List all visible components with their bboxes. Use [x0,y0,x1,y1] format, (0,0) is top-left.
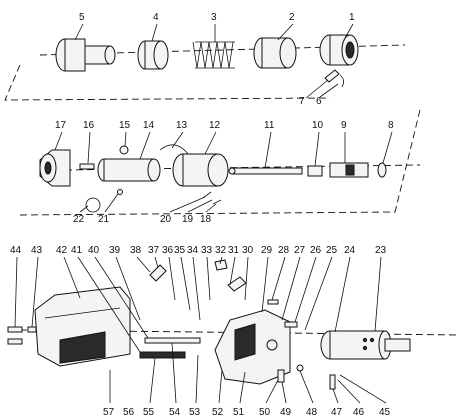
part-14-15-body [97,145,161,182]
label-15: 15 [119,120,131,131]
label-35: 35 [174,245,186,256]
part-43-44-screws [7,326,37,345]
label-12: 12 [209,120,221,131]
part-9-anvil [329,162,369,178]
label-16: 16 [83,120,95,131]
label-25: 25 [326,245,338,256]
label-9: 9 [341,120,347,131]
label-3: 3 [211,12,217,23]
part-3-spring [192,41,235,69]
part-4-ring [137,40,169,70]
label-19: 19 [182,214,194,225]
label-46: 46 [353,407,365,418]
label-20: 20 [160,214,172,225]
part-55-56-springs [139,337,201,359]
label-53: 53 [189,407,201,418]
part-17-cap [39,149,71,187]
part-51-main-housing [214,309,291,385]
label-30: 30 [242,245,254,256]
label-33: 33 [201,245,213,256]
label-23: 23 [375,245,387,256]
label-47: 47 [331,407,343,418]
label-34: 34 [187,245,199,256]
part-10-bushing [307,165,323,177]
label-45: 45 [379,407,391,418]
label-54: 54 [169,407,181,418]
label-43: 43 [31,245,43,256]
label-41: 41 [71,245,83,256]
label-42: 42 [56,245,68,256]
label-7: 7 [299,96,305,107]
label-39: 39 [109,245,121,256]
label-27: 27 [294,245,306,256]
label-22: 22 [73,214,85,225]
part-1-coupler [319,34,359,66]
label-51: 51 [233,407,245,418]
label-24: 24 [344,245,356,256]
leader-lines [14,23,393,404]
label-28: 28 [278,245,290,256]
part-2-housing [253,37,297,69]
label-37: 37 [148,245,160,256]
part-13-clip [159,144,189,155]
label-55: 55 [143,407,155,418]
label-48: 48 [306,407,318,418]
label-4: 4 [153,12,159,23]
label-52: 52 [212,407,224,418]
label-26: 26 [310,245,322,256]
part-number-labels: 1 2 3 4 5 6 7 8 9 10 11 12 13 14 15 16 1… [10,12,394,418]
label-50: 50 [259,407,271,418]
label-44: 44 [10,245,22,256]
label-21: 21 [98,214,110,225]
label-40: 40 [88,245,100,256]
label-11: 11 [264,120,275,131]
guide-line-row2-to-row3 [19,109,421,216]
part-42-handle [34,286,131,367]
part-5-sleeve [55,38,116,72]
label-8: 8 [388,120,394,131]
assembly-guide-lines [4,44,461,336]
label-13: 13 [176,120,188,131]
part-23-24-barrel [320,330,411,360]
label-2: 2 [289,12,295,23]
part-6-7-pin [324,69,344,88]
part-12-cylinder [172,153,229,187]
label-56: 56 [123,407,135,418]
label-1: 1 [349,12,355,23]
label-29: 29 [261,245,273,256]
part-11-shaft [228,167,303,175]
label-38: 38 [130,245,142,256]
label-18: 18 [200,214,212,225]
label-32: 32 [215,245,227,256]
label-49: 49 [280,407,292,418]
label-36: 36 [162,245,174,256]
label-10: 10 [312,120,324,131]
part-8-ring [377,162,387,178]
part-18-22-small [85,189,222,213]
part-16-pin [79,163,95,170]
label-57: 57 [103,407,115,418]
label-5: 5 [79,12,85,23]
label-14: 14 [143,120,155,131]
label-6: 6 [316,96,322,107]
label-17: 17 [55,120,67,131]
label-31: 31 [228,245,240,256]
guide-line-row1-to-row2 [4,64,331,101]
